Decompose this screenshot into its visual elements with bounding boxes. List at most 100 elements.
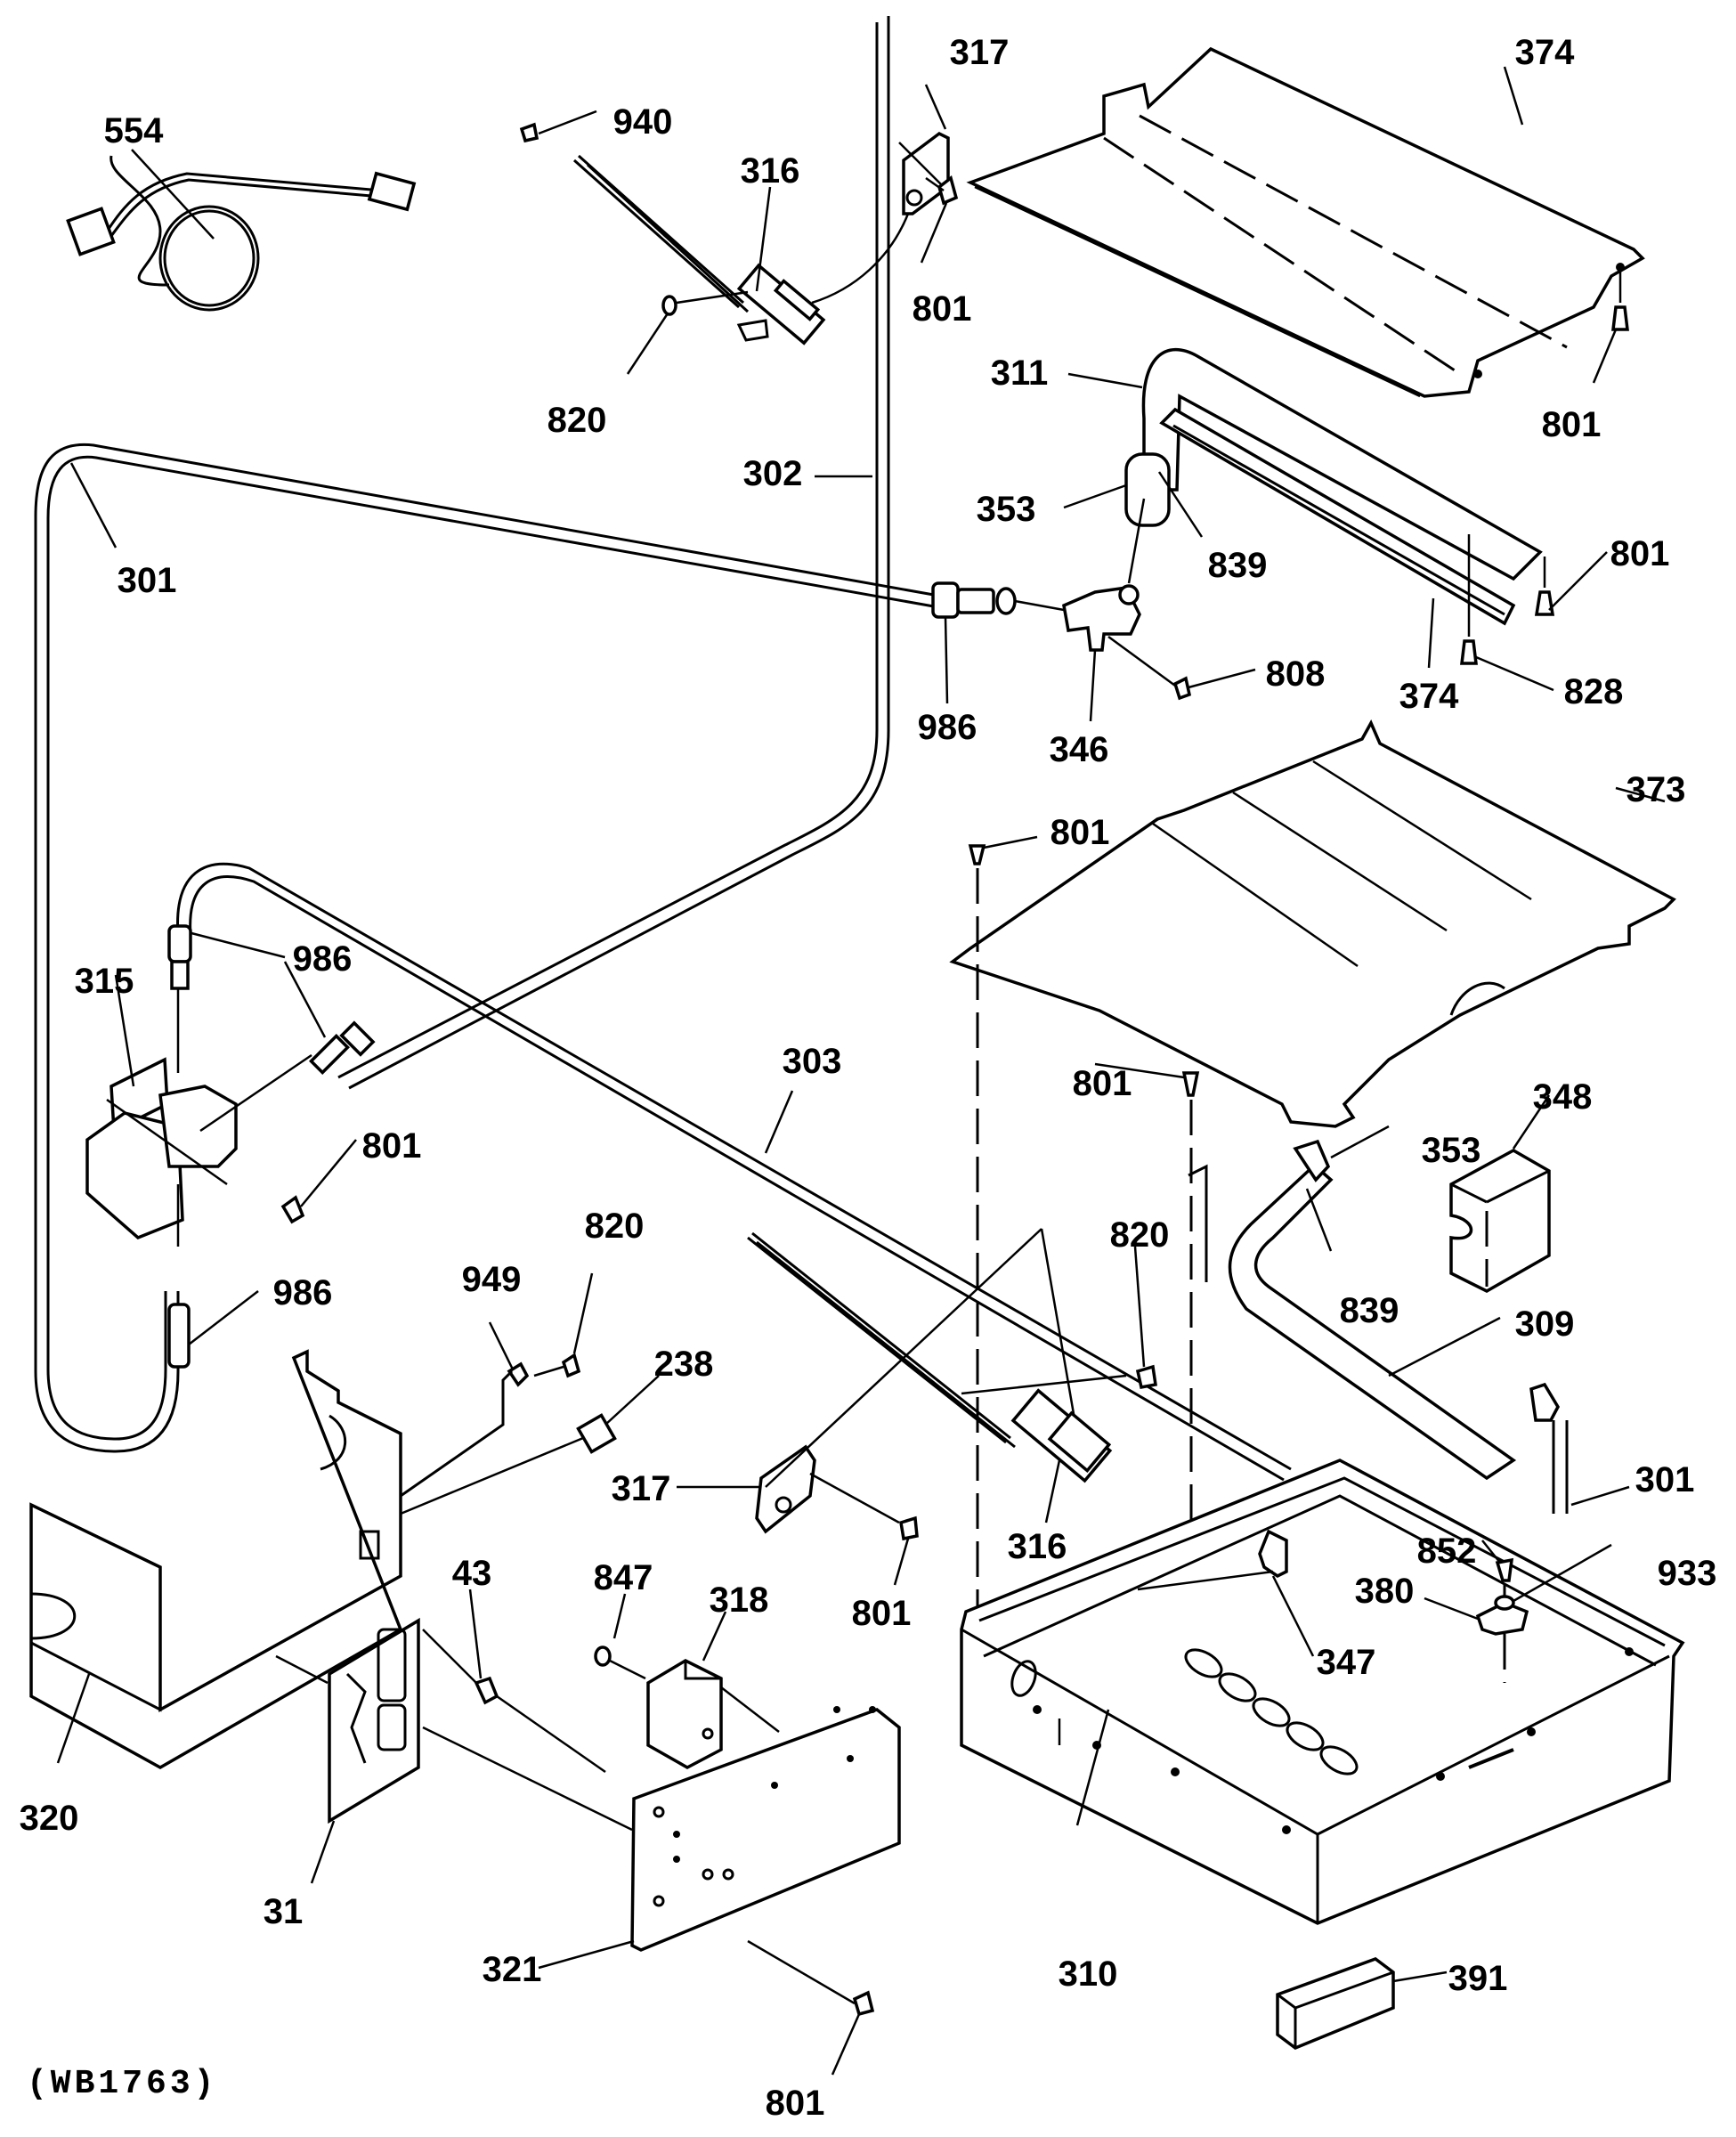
label-554: 554 xyxy=(104,111,164,150)
part-801-screw-h xyxy=(747,1939,875,2076)
label-801-g: 801 xyxy=(852,1594,912,1633)
label-374-top: 374 xyxy=(1515,33,1575,72)
label-801-h: 801 xyxy=(766,2084,825,2123)
label-801-c: 801 xyxy=(1610,534,1670,573)
label-933: 933 xyxy=(1658,1554,1717,1593)
label-320: 320 xyxy=(20,1799,79,1838)
label-317-top: 317 xyxy=(950,33,1010,72)
part-348-insulation-block xyxy=(1449,1094,1551,1293)
part-820-screw-b xyxy=(533,1272,594,1378)
label-347: 347 xyxy=(1317,1643,1376,1682)
label-847: 847 xyxy=(594,1558,653,1597)
label-940: 940 xyxy=(613,102,673,142)
label-348: 348 xyxy=(1533,1077,1593,1117)
label-43: 43 xyxy=(452,1554,492,1593)
part-820-screw-top xyxy=(626,290,749,375)
part-321-mounting-plate xyxy=(422,1706,901,1970)
part-301-gas-tube-right xyxy=(1529,1382,1630,1514)
label-316-top: 316 xyxy=(741,151,800,191)
label-801-e: 801 xyxy=(362,1126,422,1166)
part-847-screw xyxy=(594,1593,646,1680)
label-238: 238 xyxy=(654,1345,714,1384)
label-31: 31 xyxy=(264,1892,304,1931)
part-801-screw-f xyxy=(1094,1062,1200,1523)
label-353-mid: 353 xyxy=(1422,1131,1481,1170)
label-302: 302 xyxy=(743,454,803,493)
label-321: 321 xyxy=(483,1950,542,1989)
part-554-wire-harness xyxy=(66,149,417,312)
part-933-nut xyxy=(1494,1543,1612,1611)
part-31-circuit-board xyxy=(275,1617,420,1884)
label-808: 808 xyxy=(1266,654,1326,694)
label-986-b: 986 xyxy=(293,939,353,979)
part-373-bake-baffle xyxy=(949,719,1676,1128)
label-310: 310 xyxy=(1059,1954,1118,1994)
label-391: 391 xyxy=(1448,1959,1508,1998)
part-391-drip-cup xyxy=(1276,1957,1448,2050)
part-986-fitting-c xyxy=(167,1290,259,1369)
part-43-standoff xyxy=(422,1589,606,1774)
label-353-top: 353 xyxy=(977,490,1036,529)
label-346: 346 xyxy=(1050,730,1109,769)
label-820-a: 820 xyxy=(1110,1215,1170,1255)
label-986-a: 986 xyxy=(918,708,978,747)
label-986-c: 986 xyxy=(273,1273,333,1312)
part-317-bracket-top xyxy=(898,84,950,215)
label-852: 852 xyxy=(1417,1532,1477,1571)
callout-labels: 554 940 316 317 374 801 820 311 801 302 … xyxy=(20,33,1717,2123)
diagram-caption: (WB1763) xyxy=(27,2065,217,2103)
part-315-gas-valve xyxy=(85,974,312,1247)
part-309-bake-burner xyxy=(1188,1125,1517,1481)
part-353-orifice-top xyxy=(1063,452,1171,527)
label-820-b: 820 xyxy=(585,1207,645,1246)
part-801-screw-c xyxy=(1534,551,1608,616)
part-801-screw-d xyxy=(968,835,1038,1665)
label-380: 380 xyxy=(1355,1572,1415,1611)
part-316-igniter-top xyxy=(573,154,910,345)
part-346-orifice-holder xyxy=(1014,498,1146,722)
label-839-mid: 839 xyxy=(1340,1291,1399,1330)
part-374-shield-top xyxy=(966,46,1645,398)
part-801-screw-e xyxy=(280,1139,357,1224)
part-302-gas-tube xyxy=(337,16,890,1090)
label-801-a: 801 xyxy=(913,289,972,329)
label-828: 828 xyxy=(1564,672,1624,711)
part-303-gas-tube xyxy=(176,862,1292,1482)
label-949: 949 xyxy=(462,1260,522,1299)
part-801-screw-a xyxy=(920,175,959,264)
part-320-control-box xyxy=(29,1349,403,1770)
label-374-mid: 374 xyxy=(1399,677,1459,716)
part-316-igniter-bottom xyxy=(747,1231,1127,1524)
label-801-d: 801 xyxy=(1051,813,1110,852)
label-317-bottom: 317 xyxy=(612,1469,671,1508)
part-301-gas-tube-loop xyxy=(34,443,945,1453)
part-986-fitting-b xyxy=(167,924,376,1075)
part-318-transformer xyxy=(646,1611,780,1769)
label-309: 309 xyxy=(1515,1304,1575,1344)
part-820-screw-a xyxy=(1133,1246,1157,1390)
label-373: 373 xyxy=(1626,770,1686,809)
label-316-bottom: 316 xyxy=(1008,1527,1067,1566)
part-852-screw xyxy=(1481,1540,1514,1603)
part-801-screw-g xyxy=(893,1515,919,1586)
label-301-right: 301 xyxy=(1635,1460,1695,1499)
label-839-top: 839 xyxy=(1208,546,1268,585)
label-301-left: 301 xyxy=(118,561,177,600)
label-315: 315 xyxy=(75,962,134,1001)
part-949-wire-clip xyxy=(400,1321,530,1498)
part-940-fastener xyxy=(519,110,597,143)
leader-554 xyxy=(131,149,215,240)
part-311-broil-burner xyxy=(1067,347,1543,626)
label-311: 311 xyxy=(991,353,1049,393)
part-801-screw-b xyxy=(1592,272,1629,384)
part-374-shield-mid xyxy=(1427,534,1471,669)
label-318: 318 xyxy=(710,1580,769,1620)
part-828-screw xyxy=(1460,639,1554,692)
label-801-f: 801 xyxy=(1073,1064,1132,1103)
label-820-top: 820 xyxy=(548,401,607,440)
part-238-connector xyxy=(400,1375,660,1515)
part-808-screw xyxy=(1107,635,1256,701)
label-801-b: 801 xyxy=(1542,405,1602,444)
part-317-bracket-bottom xyxy=(677,1228,1083,1534)
